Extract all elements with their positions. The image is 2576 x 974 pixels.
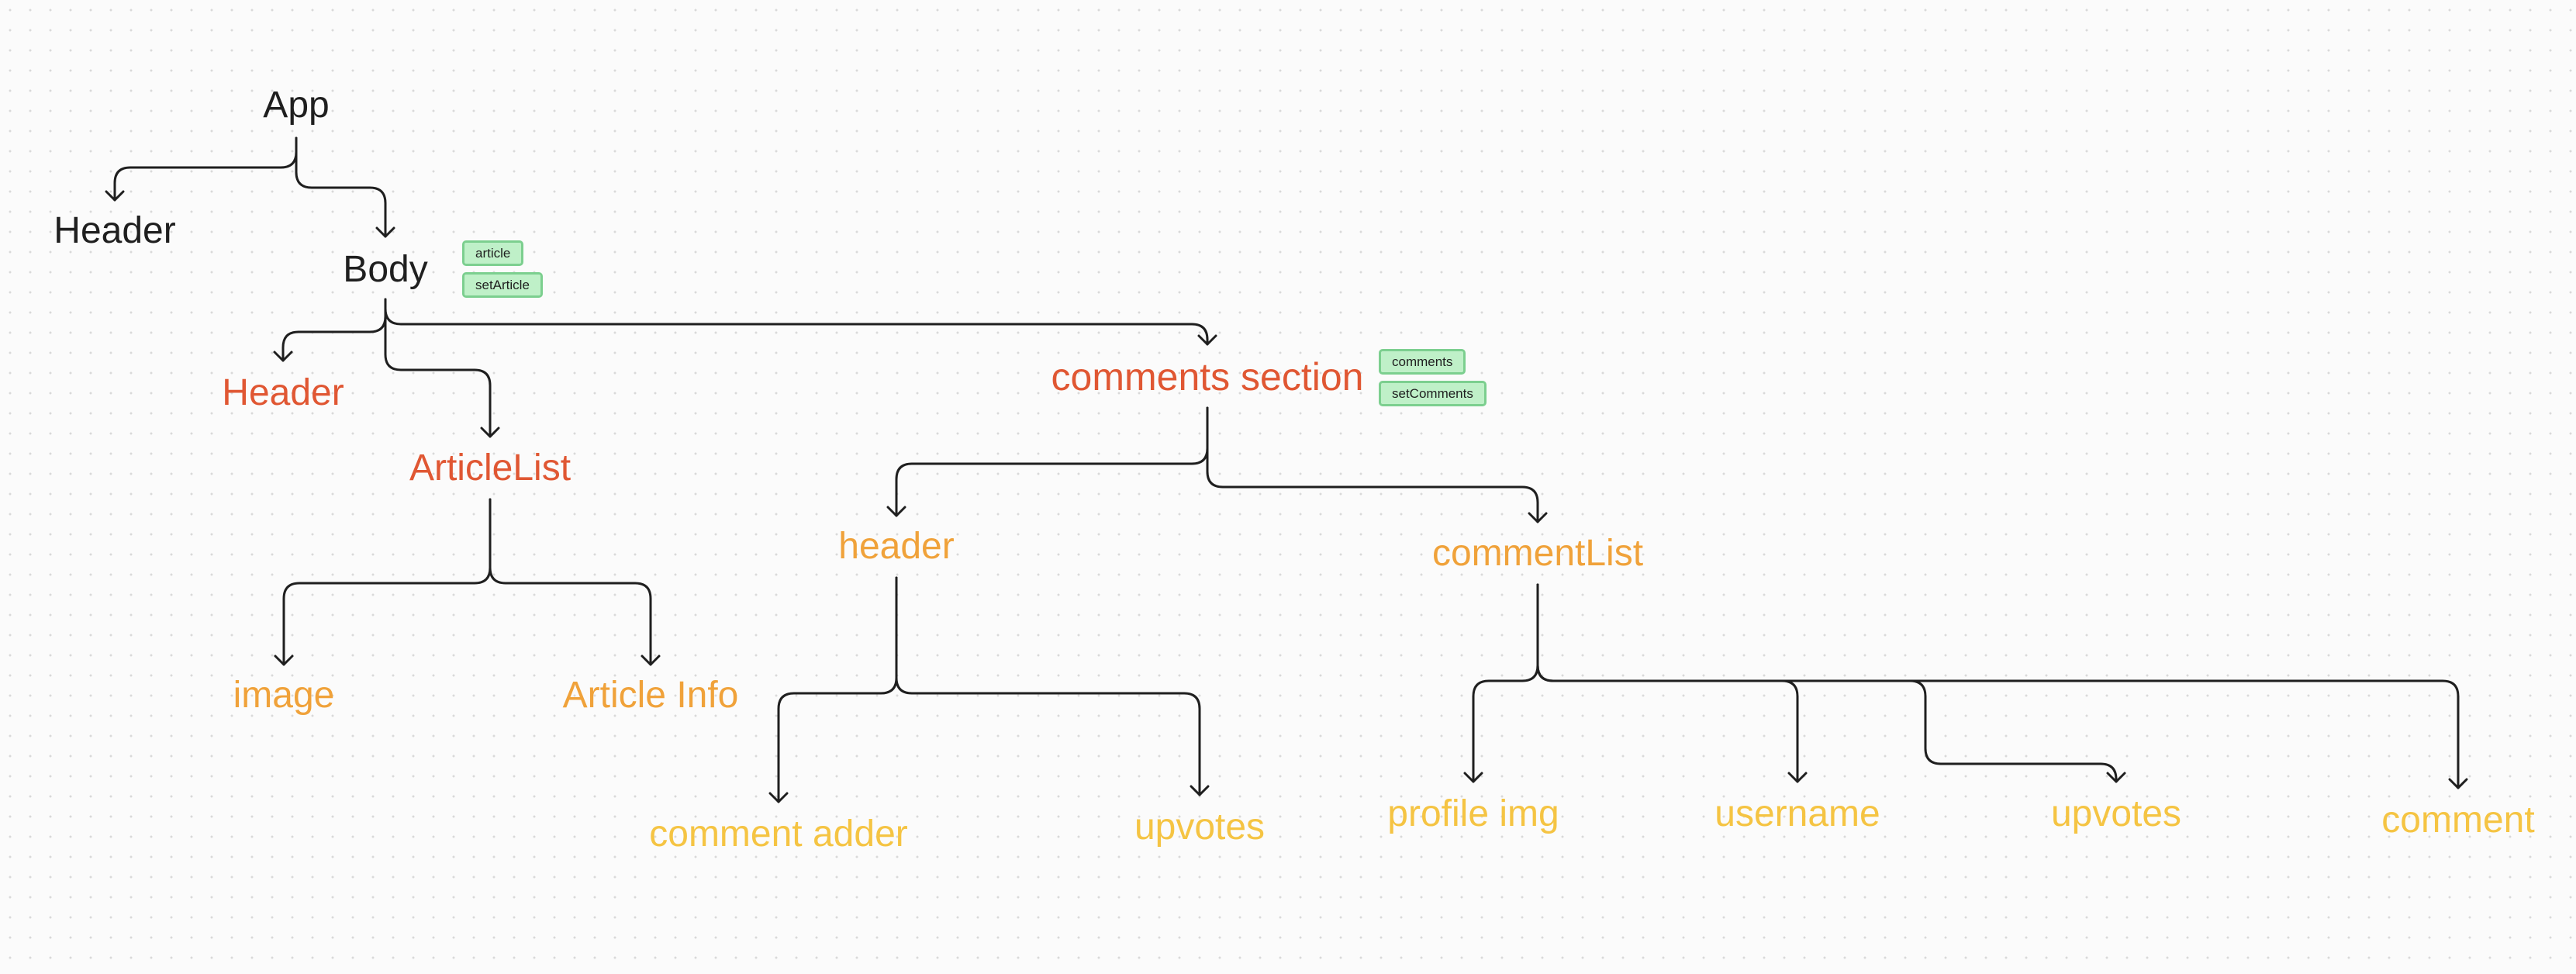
edge-commentlist-upvotes-arrowhead [2106, 772, 2126, 783]
edge-app-header-arrowhead [105, 190, 125, 202]
node-article-list: ArticleList [409, 447, 571, 489]
edge-commentlist-upvotes [1908, 679, 2118, 783]
node-body-header: Header [222, 372, 344, 413]
edge-body-articlelist [384, 298, 492, 438]
node-header-top: Header [54, 210, 176, 251]
node-body: Body [343, 249, 428, 290]
edge-app-header [113, 136, 298, 202]
node-comment-list: commentList [1431, 533, 1644, 574]
edge-commentlist-comment-arrowhead [2448, 778, 2468, 789]
state-tag-comments: comments [1379, 349, 1466, 375]
node-comment: comment [2381, 800, 2535, 841]
edge-commentlist-profileimg-arrowhead [1463, 772, 1483, 783]
edge-app-body [295, 136, 387, 238]
edge-articlelist-image-arrowhead [274, 655, 294, 666]
node-comment-adder: comment adder [649, 813, 908, 855]
node-comments-section: comments section [1051, 355, 1364, 399]
node-profile-img: profile img [1387, 793, 1559, 834]
edge-app-body-arrowhead [375, 226, 395, 238]
edge-header-upvotes [895, 576, 1201, 796]
edge-commentlist-username-arrowhead [1787, 772, 1808, 783]
state-tag-article: article [462, 240, 524, 266]
node-app: App [263, 85, 330, 126]
edge-commentlist-profileimg [1472, 583, 1539, 783]
node-comments-header: header [838, 526, 955, 567]
edge-comments-section-header-arrowhead [886, 506, 906, 517]
node-image: image [233, 675, 335, 716]
edge-articlelist-articleinfo-arrowhead [641, 655, 661, 666]
state-tag-set-article: setArticle [462, 272, 543, 298]
node-header-upvotes: upvotes [1134, 806, 1266, 848]
edge-header-upvotes-arrowhead [1190, 785, 1210, 796]
node-list-upvotes: upvotes [2050, 793, 2182, 834]
edge-body-comments-section-arrowhead [1197, 334, 1217, 346]
edge-body-header-arrowhead [273, 351, 293, 362]
edge-header-commentadder [777, 576, 898, 803]
edge-header-commentadder-arrowhead [768, 792, 789, 803]
edge-articlelist-image [282, 498, 492, 666]
node-article-info: Article Info [562, 675, 739, 716]
edge-body-articlelist-arrowhead [480, 427, 500, 438]
edge-commentlist-username [1536, 583, 1799, 783]
state-tag-set-comments: setComments [1379, 381, 1487, 406]
edge-comments-section-commentlist-arrowhead [1528, 512, 1548, 523]
edge-articlelist-articleinfo [489, 498, 652, 666]
edge-commentlist-comment [1536, 583, 2460, 789]
edge-comments-section-commentlist [1206, 406, 1539, 523]
edge-comments-section-header [895, 406, 1209, 517]
edge-body-comments-section [384, 298, 1209, 346]
edge-body-header [281, 298, 387, 362]
node-username: username [1714, 793, 1880, 834]
